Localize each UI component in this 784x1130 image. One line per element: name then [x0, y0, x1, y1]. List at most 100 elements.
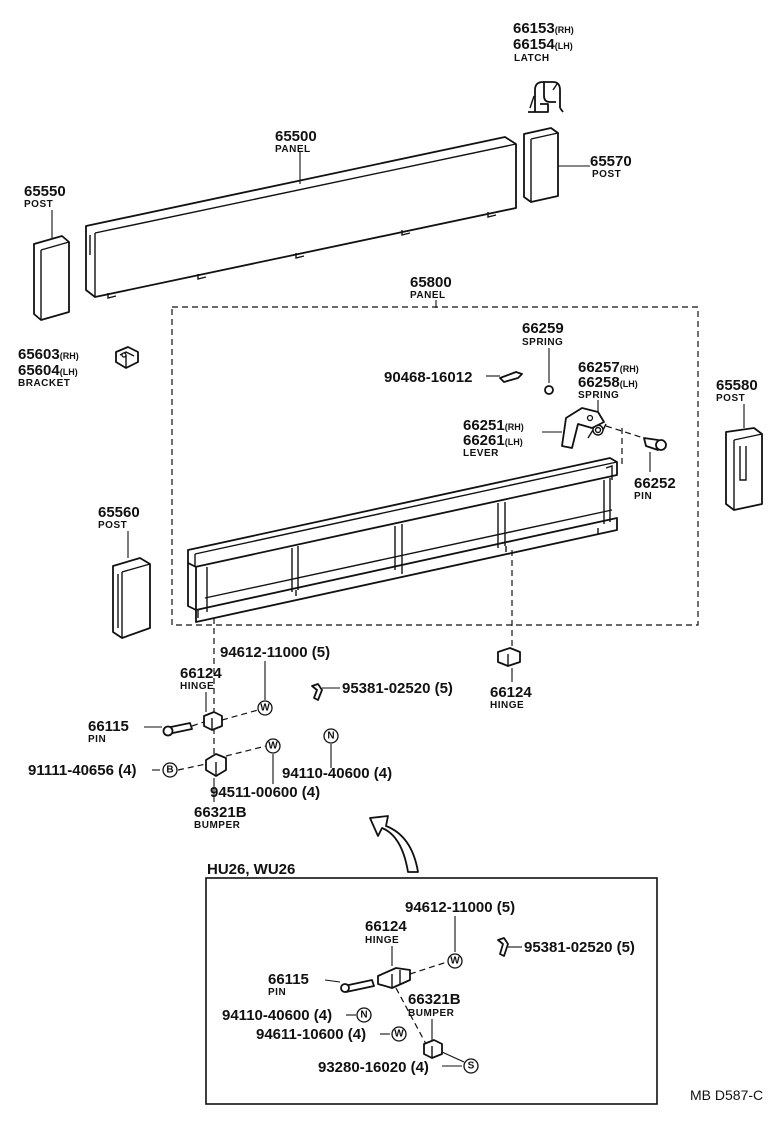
pin-66252-axis — [605, 425, 651, 441]
pin-90468 — [499, 371, 523, 383]
inset-arrow — [369, 815, 419, 873]
label-65570-post: POST — [592, 169, 621, 180]
label-65560: 65560 — [98, 504, 140, 521]
inset-leader-66115 — [324, 979, 341, 983]
label-66321b: 66321B — [194, 804, 247, 821]
label-lever: LEVER — [463, 448, 499, 459]
pin-66115 — [162, 722, 193, 737]
inset-label-94612: 94612-11000 (5) — [405, 899, 515, 916]
label-66124-right-hinge: HINGE — [490, 700, 524, 711]
inset-washer-94612: W — [447, 953, 463, 969]
svg-text:W: W — [450, 956, 460, 967]
nut-94110: N — [323, 728, 339, 744]
inset-label-94110: 94110-40600 (4) — [222, 1007, 332, 1024]
label-65603: 65603(RH) — [18, 346, 79, 363]
label-65570: 65570 — [590, 153, 632, 170]
lever-66251 — [561, 407, 605, 449]
svg-text:N: N — [327, 731, 334, 742]
inset-label-93280: 93280-16020 (4) — [318, 1059, 429, 1076]
post-65550 — [33, 235, 70, 321]
label-65604: 65604(LH) — [18, 362, 78, 379]
inset-title: HU26, WU26 — [207, 861, 295, 878]
pin-66115-axis — [191, 721, 205, 727]
inset-bumper-screw-line — [441, 1051, 465, 1063]
svg-text:S: S — [468, 1061, 475, 1072]
label-66259-spring: SPRING — [522, 337, 563, 348]
panel-65800-box — [171, 306, 699, 626]
label-65550: 65550 — [24, 183, 66, 200]
hinge-66124-left — [203, 711, 223, 731]
bolt-91111: B — [162, 762, 178, 778]
label-65500: 65500 — [275, 128, 317, 145]
latch-part — [528, 81, 564, 113]
inset-box — [205, 877, 658, 1105]
footer-code: MB D587-C — [690, 1087, 763, 1103]
panel-65800-frame — [187, 457, 618, 623]
label-66115: 66115 — [88, 718, 129, 735]
panel-65500 — [85, 136, 517, 299]
inset-hinge-66124 — [377, 967, 411, 989]
pin-95381 — [311, 683, 323, 701]
svg-text:W: W — [394, 1029, 404, 1040]
label-66258-spring: SPRING — [578, 390, 619, 401]
label-91111: 91111-40656 (4) — [28, 762, 136, 779]
inset-label-94611: 94611-10600 (4) — [256, 1026, 366, 1043]
label-66154: 66154(LH) — [513, 36, 573, 53]
label-66252-pin: PIN — [634, 491, 652, 502]
label-65550-post: POST — [24, 199, 53, 210]
post-65570 — [523, 127, 559, 203]
spring-66259 — [544, 385, 554, 395]
inset-label-66124: 66124 — [365, 918, 407, 935]
inset-screw-93280: S — [463, 1058, 479, 1074]
hinge-washer-line — [221, 709, 259, 721]
label-latch: LATCH — [514, 53, 550, 64]
label-bracket: BRACKET — [18, 378, 70, 389]
svg-text:W: W — [260, 703, 270, 714]
label-66251: 66251(RH) — [463, 417, 524, 434]
label-65500-panel: PANEL — [275, 144, 311, 155]
post-65560 — [112, 557, 151, 639]
pin-66252 — [643, 437, 667, 451]
label-66261: 66261(LH) — [463, 432, 523, 449]
inset-label-66115-pin: PIN — [268, 987, 286, 998]
label-65580: 65580 — [716, 377, 758, 394]
label-94612: 94612-11000 (5) — [220, 644, 330, 661]
label-90468: 90468-16012 — [384, 369, 472, 386]
bracket-part — [115, 346, 139, 369]
label-65580-post: POST — [716, 393, 745, 404]
svg-text:N: N — [360, 1010, 367, 1021]
label-66153: 66153(RH) — [513, 20, 574, 37]
washer-94511: W — [265, 738, 281, 754]
washer-94612: W — [257, 700, 273, 716]
label-65800-panel: PANEL — [410, 290, 446, 301]
label-66252: 66252 — [634, 475, 676, 492]
label-94110: 94110-40600 (4) — [282, 765, 392, 782]
label-95381: 95381-02520 (5) — [342, 680, 453, 697]
label-66321b-bumper: BUMPER — [194, 820, 241, 831]
label-66257: 66257(RH) — [578, 359, 639, 376]
inset-pin-66115 — [340, 979, 375, 993]
inset-label-66115: 66115 — [268, 971, 309, 988]
label-66258: 66258(LH) — [578, 374, 638, 391]
inset-label-66321b-bumper: BUMPER — [408, 1008, 455, 1019]
label-66124-left-hinge: HINGE — [180, 681, 214, 692]
inset-pin-95381 — [497, 937, 509, 957]
label-66124-left: 66124 — [180, 665, 222, 682]
label-94511: 94511-00600 (4) — [210, 784, 320, 801]
label-66259: 66259 — [522, 320, 564, 337]
bolt-axis — [177, 763, 207, 771]
post-65580 — [725, 427, 763, 511]
label-65800: 65800 — [410, 274, 452, 291]
inset-label-66321b: 66321B — [408, 991, 461, 1008]
bumper-66321b — [205, 753, 227, 777]
inset-nut-94110: N — [356, 1007, 372, 1023]
svg-text:B: B — [166, 765, 173, 776]
bumper-washer-line — [225, 745, 267, 757]
label-66124-right: 66124 — [490, 684, 532, 701]
hinge-66124-right — [497, 647, 521, 667]
inset-label-95381: 95381-02520 (5) — [524, 939, 635, 956]
inset-bumper-66321b — [423, 1039, 443, 1059]
inset-washer-94611: W — [391, 1026, 407, 1042]
inset-bumper-drop — [395, 987, 427, 1045]
